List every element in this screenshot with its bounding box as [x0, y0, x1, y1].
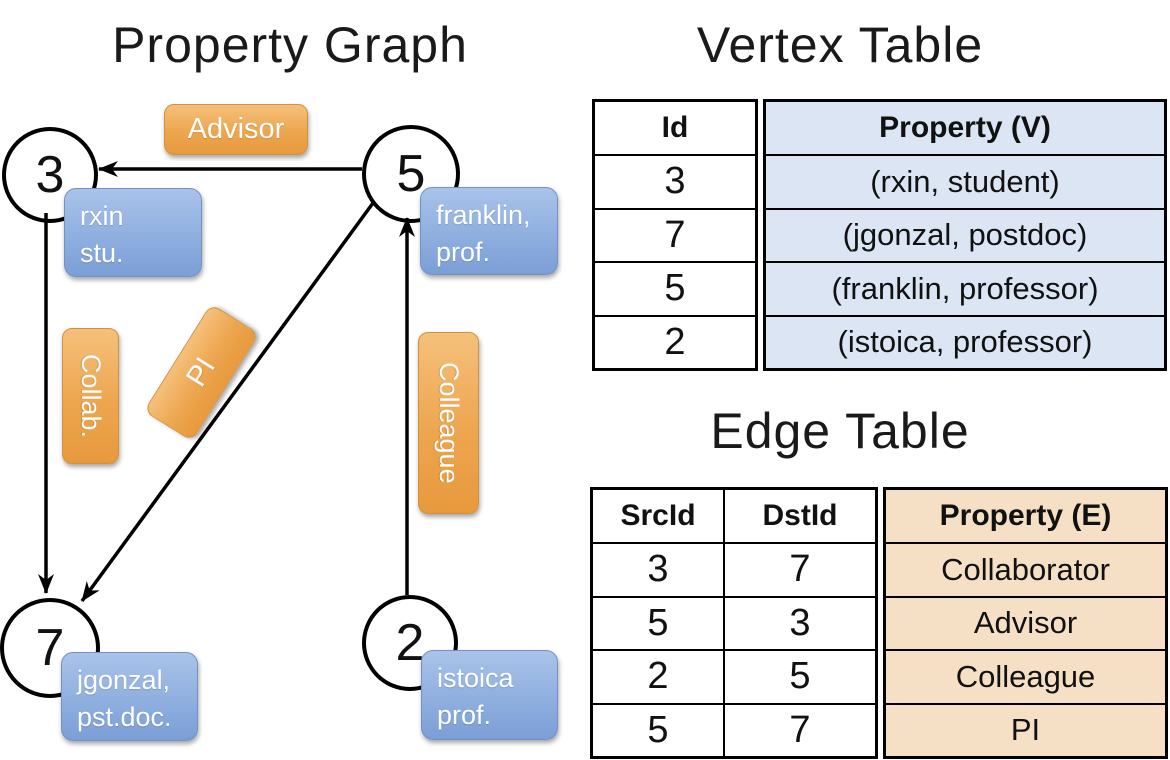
vertex-table-id-column: Id 3 7 5 2: [592, 99, 758, 371]
vertex-table-header-id: Id: [661, 111, 689, 144]
edge-label-collab: Collab.: [62, 328, 119, 464]
vertex-table-property-column: Property (V) (rxin, student) (jgonzal, p…: [763, 99, 1167, 371]
vertex-table-cell-id: 2: [595, 314, 755, 369]
edge-table-cell-dstid: 5: [723, 651, 875, 703]
vertex-table-cell-id: 5: [595, 261, 755, 315]
vertex-table-cell-id: 7: [595, 207, 755, 262]
property-graph-title: Property Graph: [112, 17, 468, 73]
edge-table-title: Edge Table: [710, 403, 970, 459]
vertex-table-header-property: Property (V): [879, 111, 1051, 144]
vertex-property-line: jgonzal,: [77, 665, 171, 695]
edge-table-id-columns: SrcId DstId 3 7 5 3 2 5 5 7: [590, 487, 878, 759]
vertex-table-cell-property: (jgonzal, postdoc): [766, 207, 1164, 262]
edge-table-header-srcid: SrcId: [620, 499, 696, 532]
edge-table-cell-srcid: 5: [647, 708, 669, 751]
vertex-property-line: stu.: [80, 238, 124, 269]
edge-table-header-dstid: DstId: [723, 490, 875, 542]
vertex-property-line: prof.: [437, 700, 492, 731]
edge-table-cell-srcid: 5: [647, 601, 669, 644]
edge-table-cell-property: Colleague: [886, 649, 1165, 703]
vertex-property-box-jgonzal: jgonzal, pst.doc.: [61, 652, 198, 741]
vertex-node-5: 5: [362, 125, 460, 223]
edge-label-colleague: Colleague: [418, 332, 479, 514]
edge-label-pi: PI: [143, 303, 260, 442]
vertex-property-line: rxin: [80, 201, 124, 231]
vertex-node-2-id: 2: [395, 614, 425, 672]
edge-table-cell-property: Advisor: [886, 595, 1165, 650]
vertex-property-line: istoica: [437, 663, 514, 693]
vertex-node-3: 3: [2, 127, 98, 223]
edge-table-cell-dstid: 3: [723, 597, 875, 649]
vertex-property-line: franklin,: [436, 200, 531, 230]
vertex-node-7-id: 7: [35, 619, 65, 677]
edge-table-cell-srcid: 2: [647, 655, 669, 698]
edge-table-cell-property: PI: [886, 702, 1165, 757]
edge-table-cell-dstid: 7: [723, 704, 875, 756]
edge-table-cell-srcid: 3: [647, 548, 669, 591]
edge-label-advisor: Advisor: [164, 104, 308, 155]
vertex-property-box-franklin: franklin, prof.: [420, 187, 558, 275]
vertex-table-cell-id: 3: [595, 154, 755, 208]
vertex-property-box-rxin: rxin stu.: [64, 188, 202, 277]
edge-table-cell-dstid: 7: [723, 544, 875, 596]
vertex-table-title: Vertex Table: [696, 17, 984, 73]
vertex-property-line: prof.: [436, 237, 491, 268]
edge-table-property-column: Property (E) Collaborator Advisor Collea…: [883, 487, 1168, 759]
vertex-table-cell-property: (rxin, student): [766, 154, 1164, 208]
edge-table-header-property: Property (E): [939, 499, 1112, 532]
vertex-property-box-istoica: istoica prof.: [421, 650, 558, 740]
vertex-table-cell-property: (istoica, professor): [766, 314, 1164, 369]
edge-table-cell-property: Collaborator: [886, 542, 1165, 596]
vertex-property-line: pst.doc.: [77, 702, 172, 733]
vertex-node-3-id: 3: [35, 146, 65, 204]
vertex-table-cell-property: (franklin, professor): [766, 261, 1164, 315]
